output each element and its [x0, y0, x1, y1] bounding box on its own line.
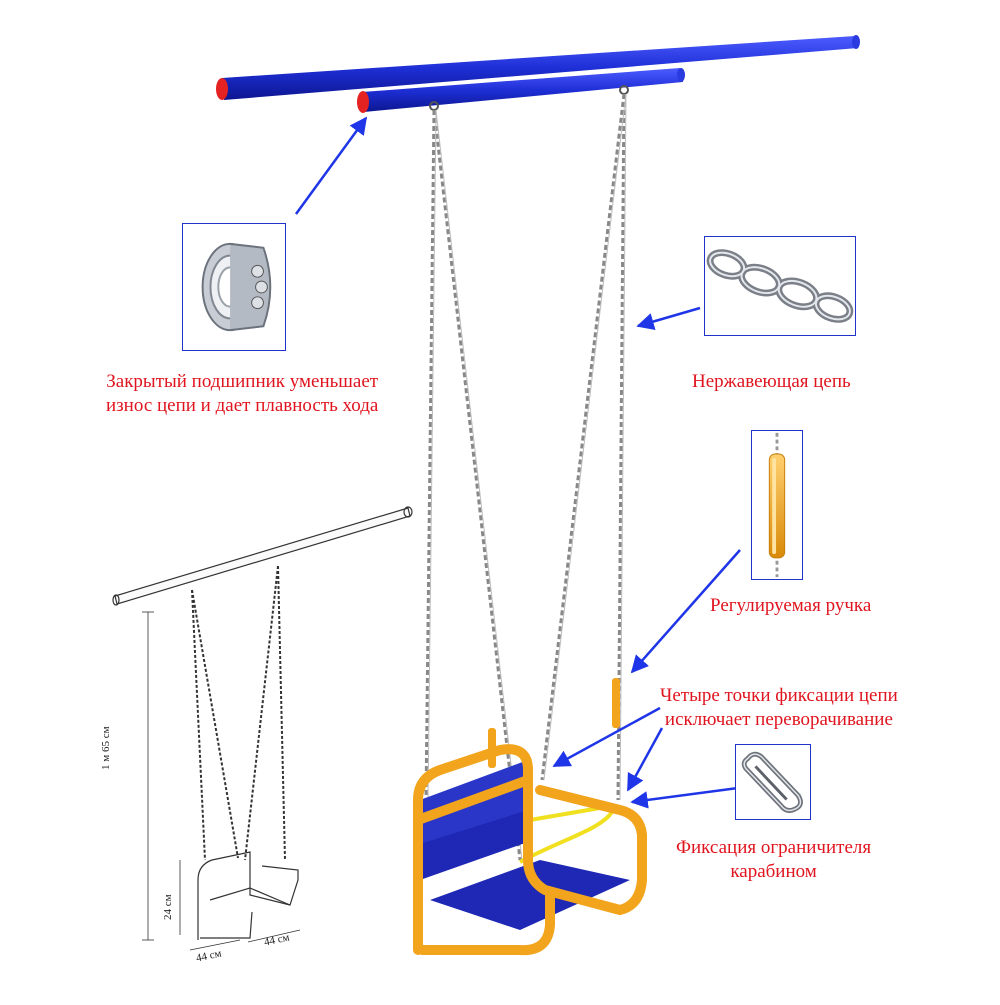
caption-bearing-line-2: износ цепи и дает плавность хода [106, 395, 379, 416]
handle-icon [768, 432, 786, 578]
dimension-seat-height: 24 см [162, 894, 174, 920]
caption-fixation: Четыре точки фиксации цепи исключает пер… [660, 684, 898, 732]
caption-handle: Регулируемая ручка [710, 595, 872, 616]
caption-bearing-line-1: Закрытый подшипник уменьшает [106, 371, 379, 392]
pointer-arrows [294, 116, 741, 809]
handle-inset [751, 430, 803, 580]
chain-inset [704, 236, 856, 336]
caption-fixation-line-1: Четыре точки фиксации цепи [660, 685, 898, 706]
beam-end-cap [216, 78, 228, 100]
carabiner-icon [741, 751, 803, 813]
bearing-icon [201, 242, 272, 332]
dimension-drawing [112, 506, 413, 951]
caption-bearing: Закрытый подшипник уменьшает износ цепи … [106, 370, 378, 418]
chain-link-icon [706, 249, 854, 323]
carabiner-inset [735, 744, 811, 820]
caption-carabiner: Фиксация ограничителя карабином [676, 836, 871, 884]
top-beams [216, 35, 860, 113]
caption-fixation-line-2: исключает переворачивание [664, 709, 893, 730]
swing-seat [413, 744, 647, 956]
handle-right [612, 678, 620, 728]
dimension-height: 1 м 65 см [100, 726, 112, 770]
caption-chain: Нержавеющая цепь [692, 371, 851, 392]
beam-end-cap [357, 91, 369, 113]
bearing-inset [182, 223, 286, 351]
caption-carabiner-line-1: Фиксация ограничителя [676, 837, 872, 858]
caption-carabiner-line-2: карабином [730, 861, 817, 882]
